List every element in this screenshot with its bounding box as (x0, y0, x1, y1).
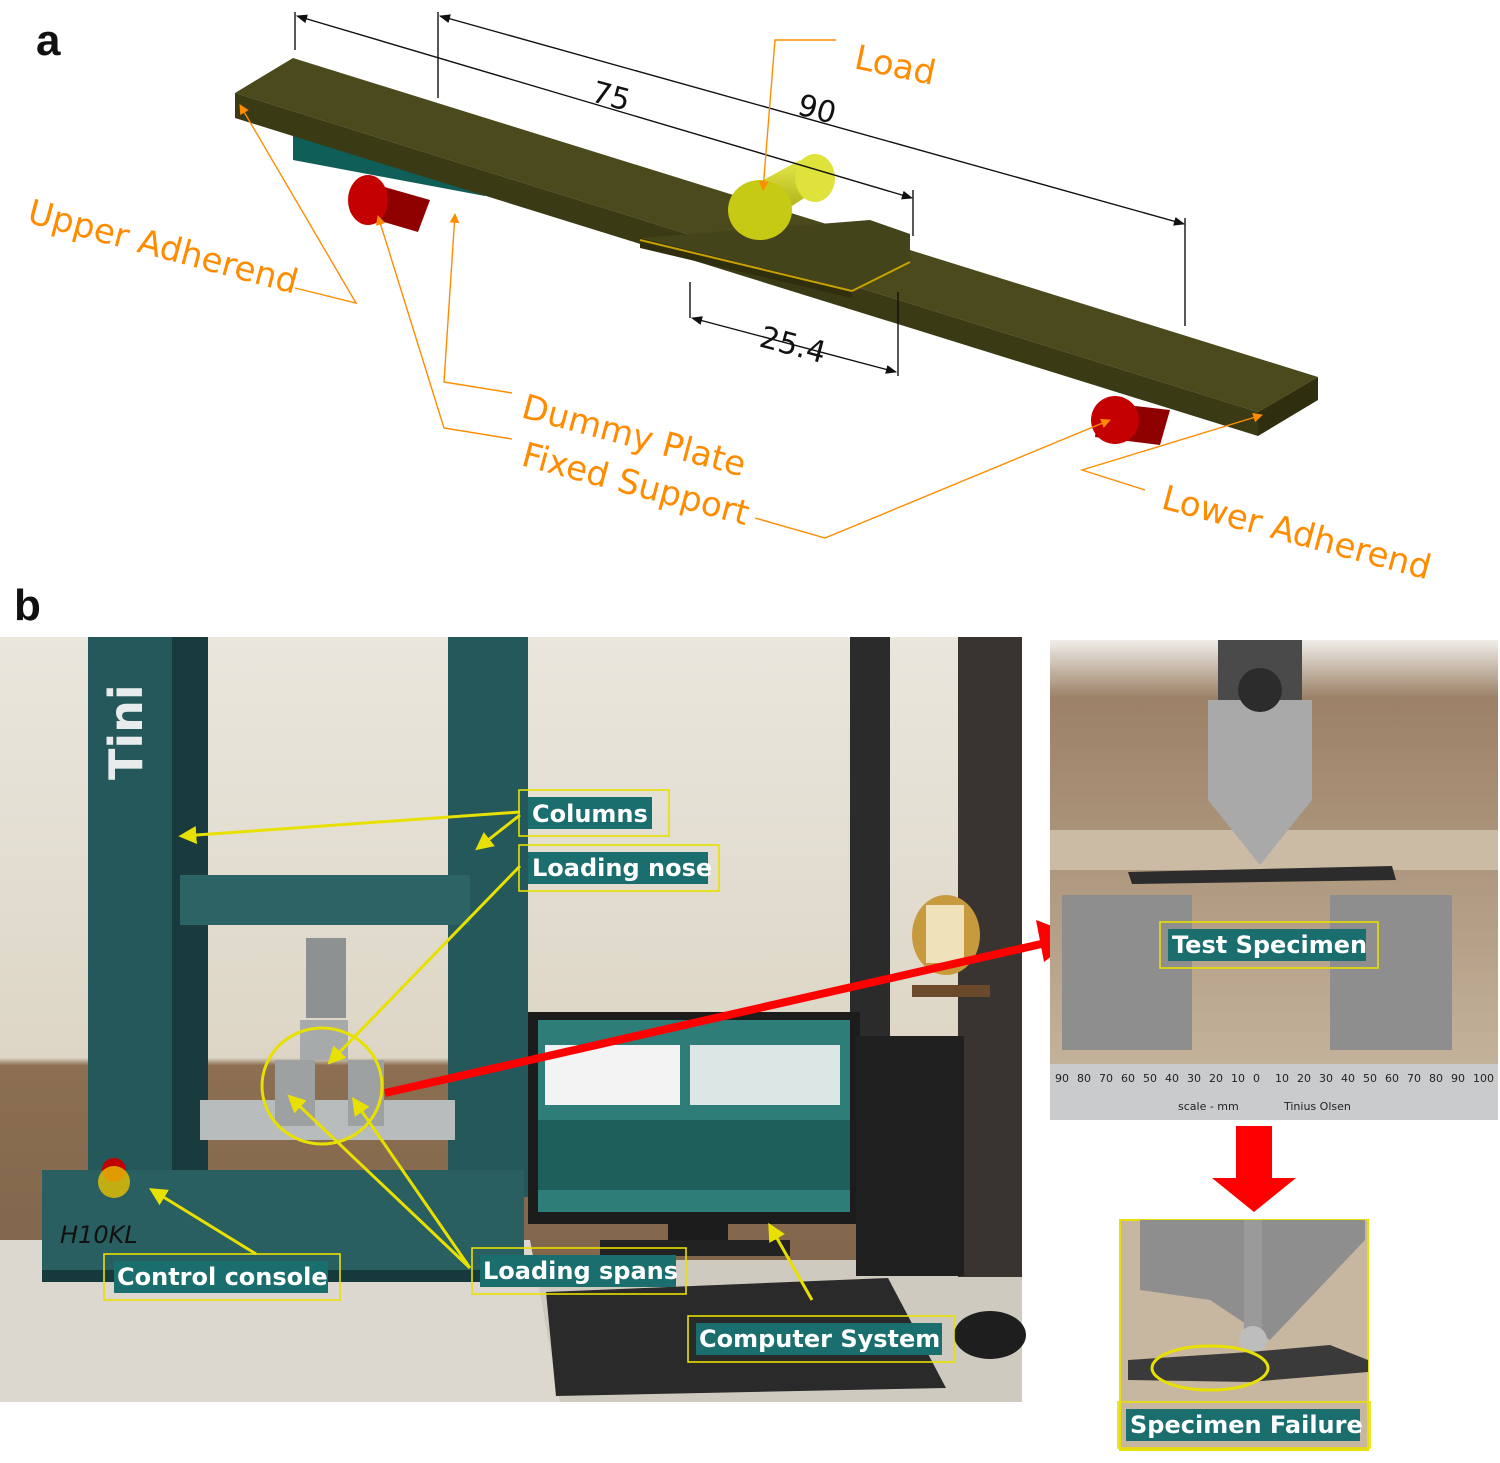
failure-highlight-circle (1150, 1344, 1270, 1392)
annotation-arrows (148, 810, 814, 1301)
tag-loading-nose: Loading nose (518, 844, 720, 892)
tag-specimen-failure: Specimen Failure (1117, 1401, 1371, 1449)
scale-tick-label: 70 (1407, 1072, 1421, 1085)
scale-tick-label: 90 (1451, 1072, 1465, 1085)
scale-brand: Tinius Olsen (1283, 1100, 1351, 1113)
panel-a-letter: a (36, 16, 61, 65)
panel-a: a (24, 12, 1436, 588)
scale-tick-label: 100 (1473, 1072, 1494, 1085)
tag-specimen-failure-text: Specimen Failure (1130, 1411, 1363, 1439)
panel-b-letter: b (14, 581, 41, 630)
scale-tick-label: 80 (1077, 1072, 1091, 1085)
computer-tower (856, 1036, 964, 1276)
label-upper-adherend: Upper Adherend (24, 192, 303, 303)
beam-end-face (1258, 377, 1318, 436)
scale-tick-label: 50 (1363, 1072, 1377, 1085)
zoom-loading-nose (1208, 700, 1312, 865)
dimension-lines (294, 12, 1186, 376)
scale-caption: scale - mm (1178, 1100, 1239, 1113)
tag-test-specimen: Test Specimen (1159, 921, 1379, 969)
tag-loading-spans-text: Loading spans (483, 1257, 678, 1285)
tag-loading-spans: Loading spans (471, 1247, 687, 1295)
scale-tick-label: 20 (1209, 1072, 1223, 1085)
scale-tick-label: 80 (1429, 1072, 1443, 1085)
scale-tick-label: 0 (1253, 1072, 1260, 1085)
machine-model: H10KL (60, 1221, 138, 1249)
fixed-support-right (1091, 396, 1170, 445)
overlap-region (639, 220, 911, 298)
fixed-support-left (348, 175, 430, 232)
tag-control-console-text: Control console (117, 1263, 328, 1291)
scale-tick-label: 10 (1231, 1072, 1245, 1085)
scale-tick-label: 90 (1055, 1072, 1069, 1085)
scale-tick-label: 40 (1341, 1072, 1355, 1085)
label-lower-adherend: Lower Adherend (1158, 478, 1436, 588)
leader-lines (239, 39, 1263, 539)
dimension-75: 75 (588, 75, 634, 119)
failure-photo: Specimen Failure (1117, 1219, 1371, 1451)
tag-computer-system-text: Computer System (699, 1325, 940, 1353)
scale-tick-label: 30 (1319, 1072, 1333, 1085)
plaque (912, 895, 990, 997)
tag-test-specimen-text: Test Specimen (1172, 931, 1367, 959)
mouse (954, 1311, 1026, 1359)
tag-loading-nose-text: Loading nose (532, 854, 712, 882)
scale-tick-label: 70 (1099, 1072, 1113, 1085)
tag-columns: Columns (518, 789, 670, 837)
fixture-highlight-circle (260, 1026, 384, 1146)
scale-tick-label: 20 (1297, 1072, 1311, 1085)
label-load: Load (851, 38, 939, 94)
tag-control-console: Control console (103, 1253, 341, 1301)
zoom-specimen (1128, 866, 1396, 884)
scale-tick-label: 60 (1121, 1072, 1135, 1085)
machine-logo: Tini (99, 684, 153, 780)
scale-tick-label: 30 (1187, 1072, 1201, 1085)
dimension-25-4: 25.4 (756, 320, 830, 371)
dimension-90: 90 (794, 88, 840, 132)
scale-tick-label: 10 (1275, 1072, 1289, 1085)
tag-computer-system: Computer System (687, 1315, 955, 1363)
scale-tick-label: 60 (1385, 1072, 1399, 1085)
scale-tick-label: 40 (1165, 1072, 1179, 1085)
tag-columns-text: Columns (532, 800, 648, 828)
panel-b: b Tini (0, 581, 1498, 1451)
machine-photo: Tini H10KL (0, 637, 1026, 1402)
red-down-arrow (1212, 1126, 1296, 1212)
scale-tick-label: 50 (1143, 1072, 1157, 1085)
